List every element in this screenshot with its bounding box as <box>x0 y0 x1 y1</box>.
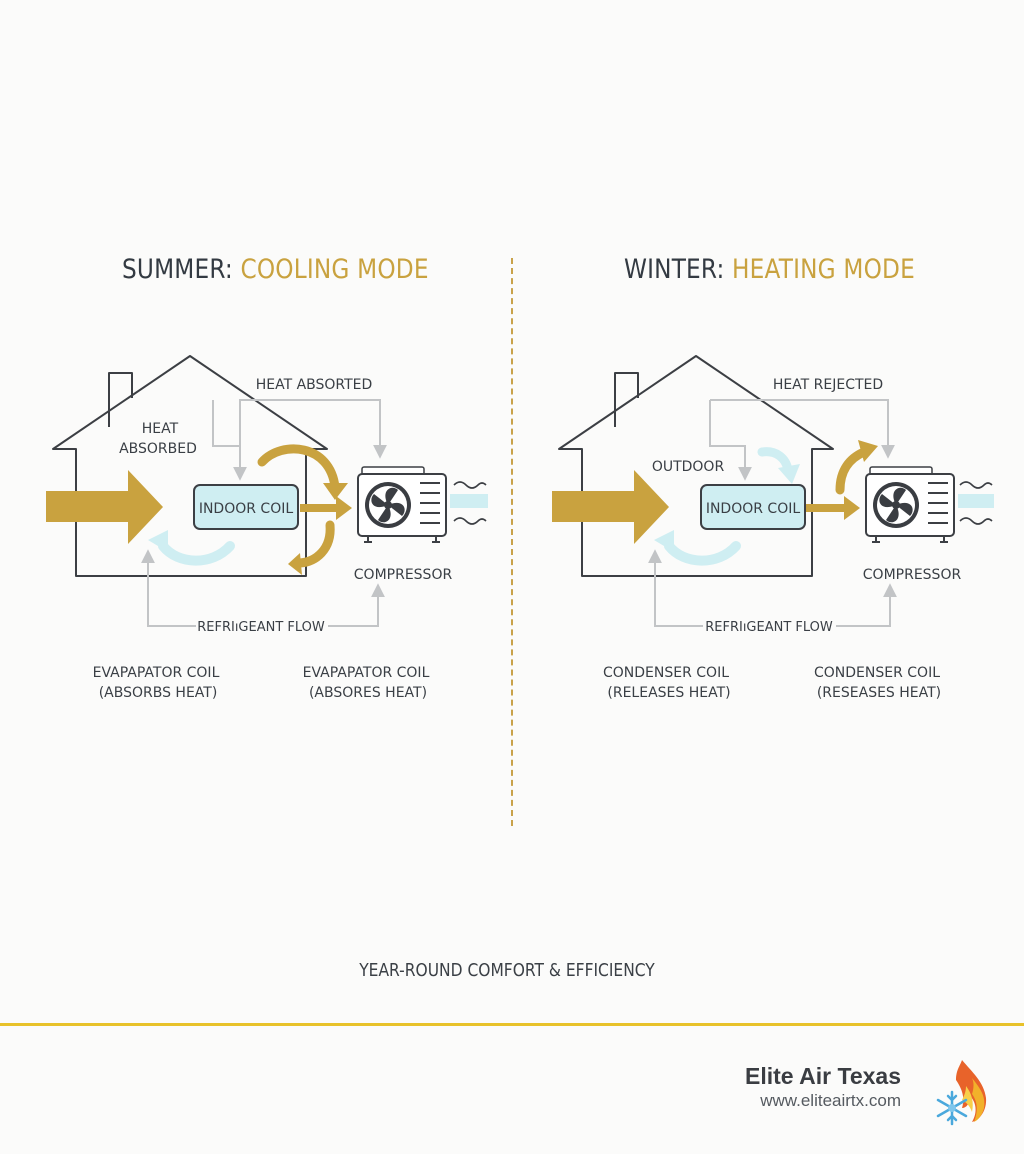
cooling-refrigerant-flow-label: REFRIıGEANT FLOW <box>197 620 325 635</box>
heating-coil-left-line1: CONDENSER COIL <box>603 665 729 681</box>
cooling-top-connector-2 <box>212 400 247 481</box>
cooling-coil-left-line1: EVAPAPATOR COIL <box>93 665 220 681</box>
cooling-gold-arc-top-head <box>323 483 348 500</box>
cooling-heat-top-label: HEAT ABSORTED <box>256 377 373 393</box>
cooling-heat-absorbed-left-1: HEAT <box>142 421 179 437</box>
heating-title: WINTER: HEATING MODE <box>624 254 915 285</box>
cooling-blue-arc-head <box>148 530 168 552</box>
heating-house-outline <box>558 355 834 577</box>
cooling-outdoor-unit <box>357 466 488 543</box>
mode-divider <box>511 258 513 826</box>
heating-gold-arrow-mid <box>806 496 860 520</box>
heating-outdoor-unit <box>865 466 994 543</box>
cooling-refrigerant-loop-right <box>328 583 385 627</box>
heating-heat-top-label: HEAT REJECTED <box>773 377 883 393</box>
heating-indoor-coil-label: INDOOR COIL <box>706 501 801 517</box>
brand-name: Elite Air Texas <box>745 1063 901 1089</box>
cooling-title: SUMMER: COOLING MODE <box>122 254 429 285</box>
heating-title-prefix: WINTER: <box>624 254 733 285</box>
heating-gold-arc-up-head <box>858 440 878 462</box>
brand-url[interactable]: www.eliteairtx.com <box>760 1091 901 1110</box>
snowflake-icon <box>936 1090 968 1126</box>
heating-top-connector-2 <box>709 400 752 481</box>
cooling-house-outline <box>52 355 328 577</box>
cooling-gold-arrow-mid <box>300 496 352 520</box>
cooling-compressor-label: COMPRESSOR <box>354 567 453 583</box>
heating-coil-left-line2: (RELEASES HEAT) <box>607 685 730 701</box>
heating-refrigerant-loop-left <box>648 549 703 627</box>
cooling-indoor-coil-box <box>193 484 299 530</box>
heating-gold-arc-up <box>835 447 869 495</box>
cooling-heat-absorbed-left-2: ABSORBED <box>119 441 197 457</box>
cooling-indoor-coil-label: INDOOR COIL <box>199 501 294 517</box>
footer-caption: YEAR-ROUND COMFORT & EFFICIENCY <box>359 960 655 981</box>
cooling-coil-left-line2: (ABSORBS HEAT) <box>99 685 218 701</box>
cooling-gold-arc-bottom-head <box>288 553 302 575</box>
cooling-gold-arc-bottom <box>295 520 335 568</box>
heating-refrigerant-loop-right <box>836 583 897 627</box>
heating-outdoor-label: OUTDOOR <box>652 459 725 475</box>
fan-icon <box>873 482 919 528</box>
cooling-blue-arc <box>158 541 235 566</box>
cooling-refrigerant-loop-left <box>141 549 196 627</box>
heating-indoor-coil-box <box>700 484 806 530</box>
cooling-top-connector <box>239 399 387 459</box>
heating-compressor-label: COMPRESSOR <box>863 567 962 583</box>
cooling-coil-right-line2: (ABSORES HEAT) <box>309 685 427 701</box>
cooling-title-prefix: SUMMER: <box>122 254 241 285</box>
cooling-title-accent: COOLING MODE <box>240 254 429 285</box>
flame-icon <box>956 1060 987 1122</box>
cooling-gold-arc-top <box>257 444 340 492</box>
brand-logo <box>936 1060 987 1126</box>
heating-panel: OUTDOOR HEAT REJECTED INDOOR COIL <box>552 355 994 701</box>
footer-rule <box>0 1023 1024 1026</box>
heating-top-connector <box>710 399 895 459</box>
heating-blue-arc <box>664 541 741 566</box>
heating-refrigerant-flow-label: REFRIıGEANT FLOW <box>705 620 833 635</box>
heating-coil-right-line1: CONDENSER COIL <box>814 665 940 681</box>
cooling-heat-in-arrow <box>46 470 163 544</box>
fan-icon <box>365 482 411 528</box>
heating-title-accent: HEATING MODE <box>732 254 915 285</box>
heating-coil-right-line2: (RESEASES HEAT) <box>817 685 941 701</box>
cooling-coil-right-line1: EVAPAPATOR COIL <box>303 665 430 681</box>
heating-blue-arc-head <box>654 530 674 552</box>
heating-blue-arc-top-head <box>778 464 800 484</box>
heating-heat-in-arrow <box>552 470 669 544</box>
cooling-panel: HEAT ABSORBED HEAT ABSORTED INDOOR COIL <box>46 355 488 701</box>
